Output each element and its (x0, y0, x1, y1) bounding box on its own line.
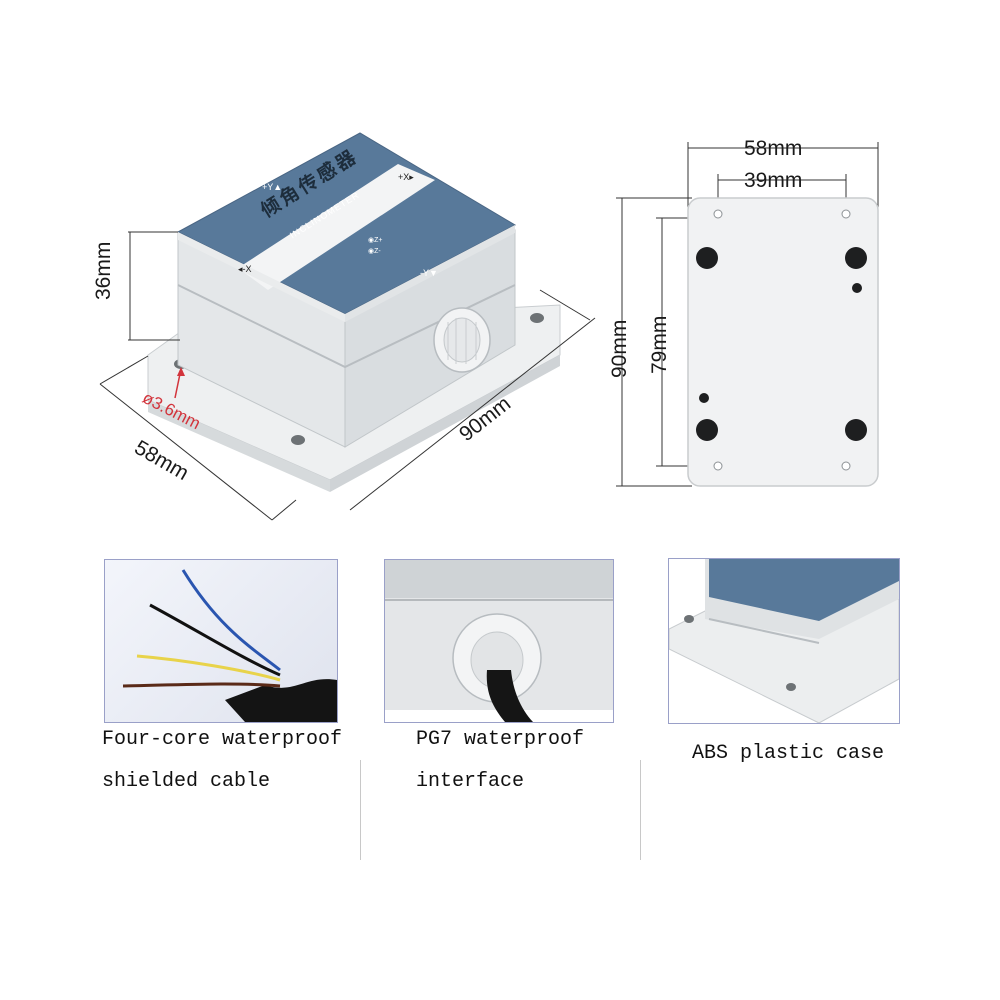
height-dimension-label: 36mm (92, 241, 115, 300)
feature-photo-cable (104, 559, 338, 723)
base-plate (687, 197, 879, 487)
cable-gland-icon (433, 307, 491, 373)
feature-caption-line1: Four-core waterproof (102, 728, 343, 751)
corner-hole-icon (841, 209, 851, 219)
screw-hole-icon (845, 419, 867, 441)
feature-caption-line2: shielded cable (102, 770, 271, 793)
axis-plus-x-label: +X▸ (398, 172, 414, 182)
feature-caption-line1: PG7 waterproof (416, 728, 585, 751)
feature-caption-line2: interface (416, 770, 525, 793)
product-illustration (99, 132, 596, 521)
bottom-hole-height-label: 79mm (648, 315, 671, 374)
abs-case-icon (669, 559, 899, 723)
screw-hole-icon (845, 247, 867, 269)
divider (640, 760, 641, 860)
screw-hole-icon (696, 419, 718, 441)
feature-photo-gland (384, 559, 614, 723)
length-dimension-line (349, 317, 596, 511)
feature-caption-line1: ABS plastic case (692, 742, 885, 765)
pg7-gland-icon (385, 560, 613, 722)
feature-photo-case (668, 558, 900, 724)
small-hole-icon (852, 283, 862, 293)
corner-hole-icon (713, 461, 723, 471)
bottom-view-illustration (616, 142, 879, 487)
four-core-cable-icon (122, 569, 337, 722)
small-hole-icon (699, 393, 709, 403)
axis-plus-z-label: ◉Z+ (368, 237, 383, 244)
mount-hole-icon (530, 313, 544, 323)
axis-minus-y-label: -Y▼ (420, 268, 438, 278)
lid-label-band (238, 164, 435, 290)
axis-plus-y-label: +Y▲ (262, 182, 283, 192)
bottom-outer-height-label: 90mm (608, 319, 631, 378)
divider (360, 760, 361, 860)
corner-hole-icon (841, 461, 851, 471)
corner-hole-icon (713, 209, 723, 219)
screw-hole-icon (696, 247, 718, 269)
mount-hole-icon (291, 435, 305, 445)
bottom-hole-width-label: 39mm (744, 169, 803, 192)
axis-minus-z-label: ◉Z- (368, 248, 381, 255)
width-dimension-line (99, 383, 273, 521)
bottom-outer-width-label: 58mm (744, 137, 803, 160)
axis-minus-x-label: ◂-X (238, 264, 252, 274)
